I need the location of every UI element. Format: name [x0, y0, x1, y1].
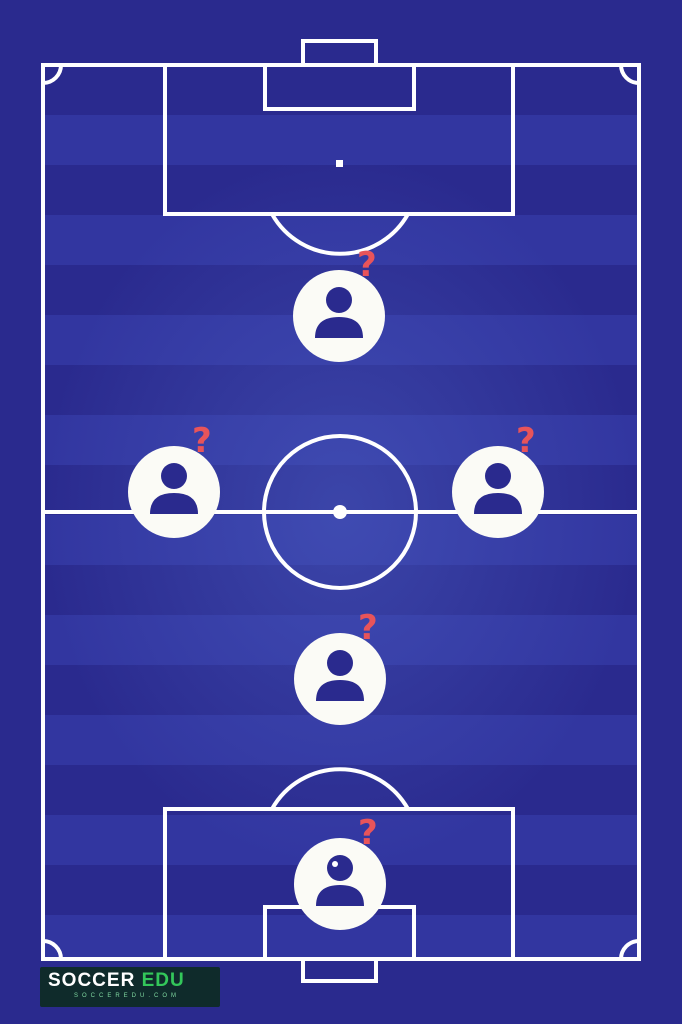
person-icon — [316, 650, 364, 701]
corner-arc-top-right — [619, 64, 640, 85]
question-mark: ? — [358, 813, 378, 853]
question-mark: ? — [192, 421, 212, 461]
top-goal — [301, 39, 378, 67]
logo-url: SOCCEREDU.COM — [74, 993, 181, 999]
center-spot — [333, 505, 347, 519]
center-circle — [262, 434, 418, 590]
player-marker-left-wing[interactable]: ? — [128, 424, 220, 538]
player-marker-goalkeeper[interactable]: ? — [294, 816, 386, 930]
person-icon — [316, 855, 364, 906]
question-mark: ? — [516, 421, 536, 461]
bottom-goal — [301, 957, 378, 983]
logo-word-edu: EDU — [141, 970, 185, 991]
soccer-edu-logo: SOCCER EDU SOCCEREDU.COM — [40, 967, 220, 1007]
person-icon — [150, 463, 198, 514]
top-penalty-spot — [336, 160, 343, 167]
bottom-penalty-arc — [270, 767, 410, 810]
player-marker-defender[interactable]: ? — [294, 611, 386, 725]
person-icon — [315, 287, 363, 338]
corner-arc-bottom-left — [42, 939, 63, 960]
player-marker-forward[interactable]: ? — [293, 248, 385, 362]
person-icon — [474, 463, 522, 514]
question-mark: ? — [357, 245, 377, 285]
corner-arc-bottom-right — [619, 939, 640, 960]
player-marker-right-wing[interactable]: ? — [452, 424, 544, 538]
logo-wordmark: SOCCER EDU — [48, 970, 185, 992]
logo-word-soccer: SOCCER — [48, 970, 136, 991]
question-mark: ? — [358, 608, 378, 648]
top-penalty-arc — [270, 213, 410, 256]
corner-arc-top-left — [42, 64, 63, 85]
